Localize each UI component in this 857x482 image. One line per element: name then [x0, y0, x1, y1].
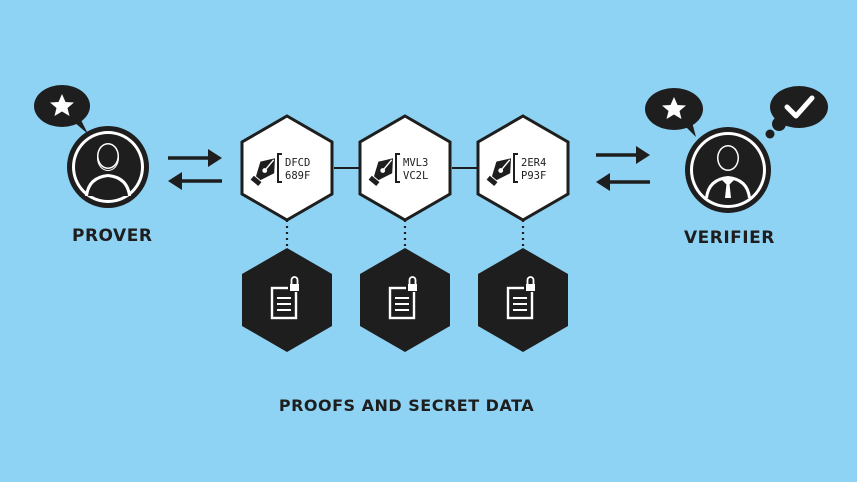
user-icon: [85, 143, 131, 196]
verifier-thought-bubble: [765, 86, 828, 139]
star-icon: [662, 97, 686, 119]
proof-code-line2: VC2L: [403, 170, 428, 182]
prover-send-arrow: [168, 149, 222, 167]
verifier-speech-bubble: [645, 88, 703, 137]
code-bracket: [277, 153, 282, 183]
proof-code-line1: DFCD: [285, 157, 310, 169]
prover-receive-arrow: [168, 172, 222, 190]
prover-speech-bubble: [34, 85, 90, 134]
code-bracket: [513, 153, 518, 183]
proof-hexagon: [476, 114, 570, 222]
proof-code-line1: 2ER4: [521, 157, 546, 169]
checkmark-icon: [784, 95, 815, 119]
verifier-send-arrow: [596, 173, 650, 191]
proof-hexagon: [358, 114, 452, 222]
verifier-label: VERIFIER: [684, 228, 775, 248]
proofs-caption: PROOFS AND SECRET DATA: [278, 396, 535, 415]
star-icon: [50, 94, 74, 116]
verifier-avatar: [685, 127, 771, 213]
secret-hexagon: [478, 248, 568, 352]
proof-hexagon: [240, 114, 334, 222]
secret-hexagon: [360, 248, 450, 352]
secret-hexagon: [242, 248, 332, 352]
prover-label: PROVER: [72, 226, 153, 246]
code-bracket: [395, 153, 400, 183]
proof-code-line1: MVL3: [403, 157, 428, 169]
verifier-receive-arrow: [596, 146, 650, 164]
proof-code-line2: P93F: [521, 170, 546, 182]
proof-code-line2: 689F: [285, 170, 310, 182]
businessman-icon: [705, 145, 751, 198]
